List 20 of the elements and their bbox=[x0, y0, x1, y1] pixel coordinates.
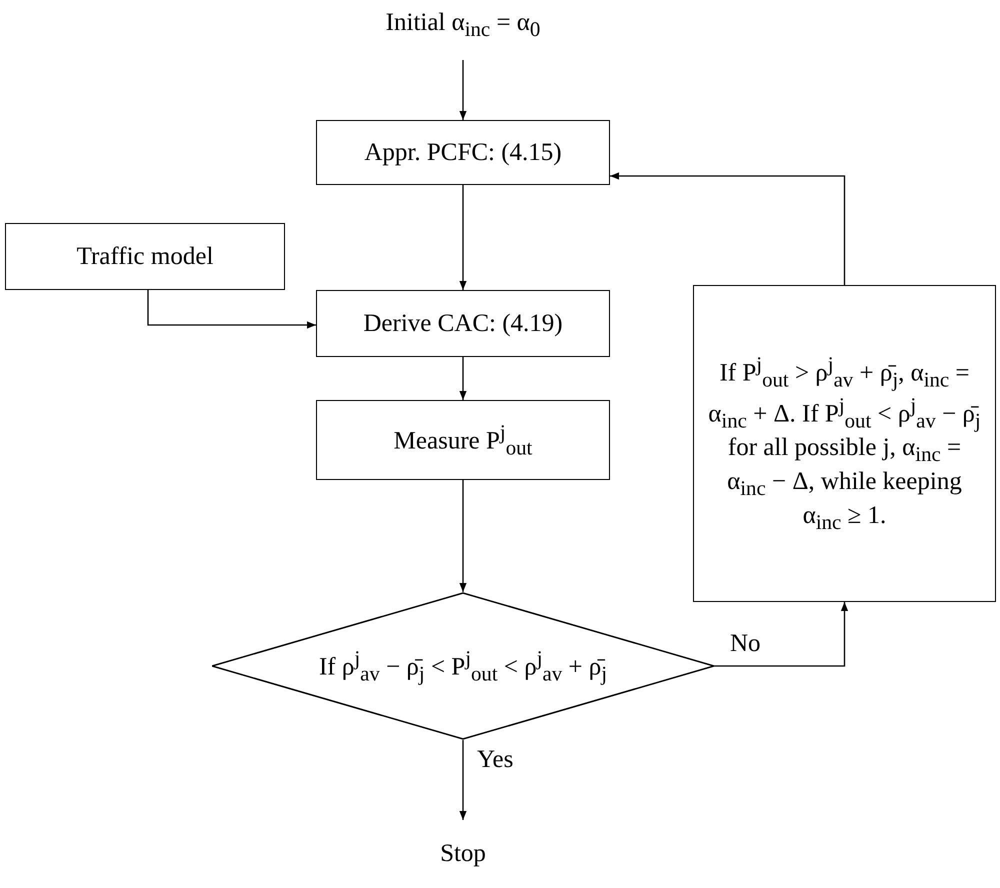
arrow bbox=[147, 290, 316, 329]
arrow bbox=[610, 172, 846, 285]
arrow bbox=[459, 740, 467, 820]
arrow bbox=[459, 357, 467, 400]
arrow bbox=[714, 602, 848, 667]
process-box bbox=[316, 400, 610, 480]
process-box bbox=[693, 285, 996, 602]
arrow bbox=[459, 60, 467, 120]
start-label: Initial α$_{inc}$ = α$_{0}$ bbox=[386, 8, 540, 42]
process-box bbox=[316, 290, 610, 357]
arrow bbox=[459, 185, 467, 290]
arrow bbox=[459, 480, 467, 592]
node-text: If P$^{j}$$_{out}$ > ρ$^{j}$$_{av}$ + ρ̄$_{j}$, α$_{inc}$ = α$_{inc}$ + Δ. If P$^{j}$$_{out}$ < ρ$^{j}$$_{av}$ − ρ̄$_{j}$ for all possible j, α$_{inc}$ = α$_{inc}$ − Δ, while keeping α$_{inc}$ ≥ 1. bbox=[708, 352, 981, 535]
end-label: Stop bbox=[440, 839, 486, 869]
node-text: Traffic model bbox=[76, 242, 214, 272]
process-box bbox=[5, 223, 285, 290]
node-text: Appr. PCFC: (4.15) bbox=[364, 138, 562, 168]
node-text: Derive CAC: (4.19) bbox=[363, 308, 563, 338]
node-text: If ρ$^{j}$$_{av}$ − ρ̄$_{j}$ < P$^{j}$$_{out}$ < ρ$^{j}$$_{av}$ + ρ̄$_{j}$ bbox=[318, 646, 608, 686]
process-box bbox=[316, 120, 610, 185]
